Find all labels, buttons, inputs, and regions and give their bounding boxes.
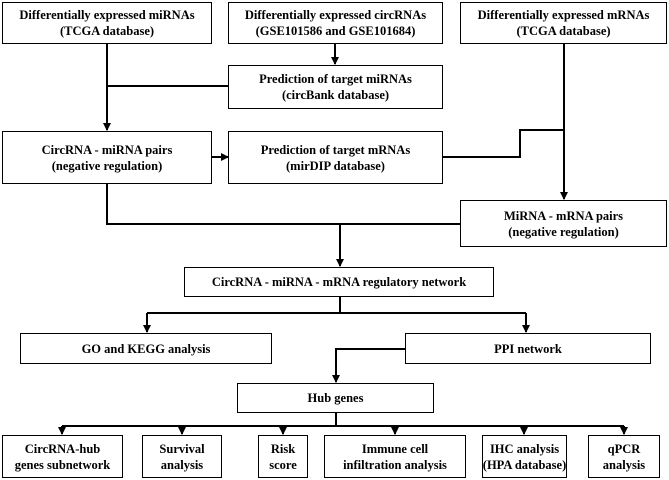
hub-genes-title: Hub genes — [307, 391, 364, 405]
de-circrna-subtitle: (GSE101586 and GSE101684) — [255, 24, 416, 38]
survival-line2: analysis — [160, 457, 204, 472]
pred-mirna-subtitle: (circBank database) — [281, 88, 390, 102]
survival-box: Survival analysis — [142, 435, 222, 478]
pred-mrna-title: Prediction of target mRNAs — [260, 142, 411, 157]
pred-mirna-box: Prediction of target miRNAs (circBank da… — [228, 65, 443, 109]
circ-mirna-pairs-title: CircRNA - miRNA pairs — [41, 142, 173, 157]
hub-genes-box: Hub genes — [237, 383, 434, 413]
mirna-mrna-pairs-box: MiRNA - mRNA pairs (negative regulation) — [460, 200, 667, 247]
go-kegg-box: GO and KEGG analysis — [20, 333, 272, 364]
immune-line1: Immune cell — [361, 441, 429, 456]
de-circrna-box: Differentially expressed circRNAs (GSE10… — [228, 2, 443, 44]
ihc-line1: IHC analysis — [489, 441, 560, 456]
risk-line2: score — [269, 457, 297, 472]
line-circ-pairs-down — [106, 184, 340, 225]
circ-mirna-pairs-subtitle: (negative regulation) — [51, 158, 163, 173]
de-mrna-box: Differentially expressed mRNAs (TCGA dat… — [460, 2, 667, 44]
qpcr-box: qPCR analysis — [588, 435, 660, 478]
subnetwork-line1: CircRNA-hub — [24, 441, 101, 456]
pred-mrna-box: Prediction of target mRNAs (mirDIP datab… — [228, 131, 443, 184]
subnetwork-line2: genes subnetwork — [14, 457, 111, 472]
ppi-network-box: PPI network — [405, 333, 651, 364]
regulatory-network-box: CircRNA - miRNA - mRNA regulatory networ… — [184, 267, 494, 297]
de-mirna-title: Differentially expressed miRNAs — [19, 8, 195, 22]
de-circrna-title: Differentially expressed circRNAs — [244, 8, 427, 22]
survival-line1: Survival — [159, 441, 205, 456]
mirna-mrna-pairs-subtitle: (negative regulation) — [508, 224, 619, 239]
ppi-network-title: PPI network — [494, 341, 562, 356]
pred-mrna-subtitle: (mirDIP database) — [286, 158, 385, 173]
de-mirna-box: Differentially expressed miRNAs (TCGA da… — [2, 2, 212, 44]
qpcr-line2: analysis — [602, 457, 646, 472]
regulatory-network-title: CircRNA - miRNA - mRNA regulatory networ… — [211, 275, 467, 289]
risk-line1: Risk — [270, 441, 296, 456]
mirna-mrna-pairs-title: MiRNA - mRNA pairs — [503, 208, 624, 223]
qpcr-line1: qPCR — [607, 441, 641, 456]
de-mrna-subtitle: (TCGA database) — [516, 24, 611, 38]
go-kegg-title: GO and KEGG analysis — [81, 341, 211, 356]
ihc-box: IHC analysis (HPA database) — [482, 435, 567, 478]
immune-box: Immune cell infiltration analysis — [324, 435, 466, 478]
pred-mirna-title: Prediction of target miRNAs — [259, 72, 412, 86]
de-mrna-title: Differentially expressed mRNAs — [477, 8, 650, 22]
ihc-line2: (HPA database) — [482, 457, 567, 472]
circ-mirna-pairs-box: CircRNA - miRNA pairs (negative regulati… — [2, 131, 212, 184]
line-pred-mrna-to-trunk — [443, 129, 564, 158]
immune-line2: infiltration analysis — [343, 457, 447, 472]
subnetwork-box: CircRNA-hub genes subnetwork — [2, 435, 123, 478]
de-mirna-subtitle: (TCGA database) — [59, 24, 155, 38]
risk-score-box: Risk score — [258, 435, 308, 478]
arrow-ppi-to-hub — [332, 348, 405, 383]
